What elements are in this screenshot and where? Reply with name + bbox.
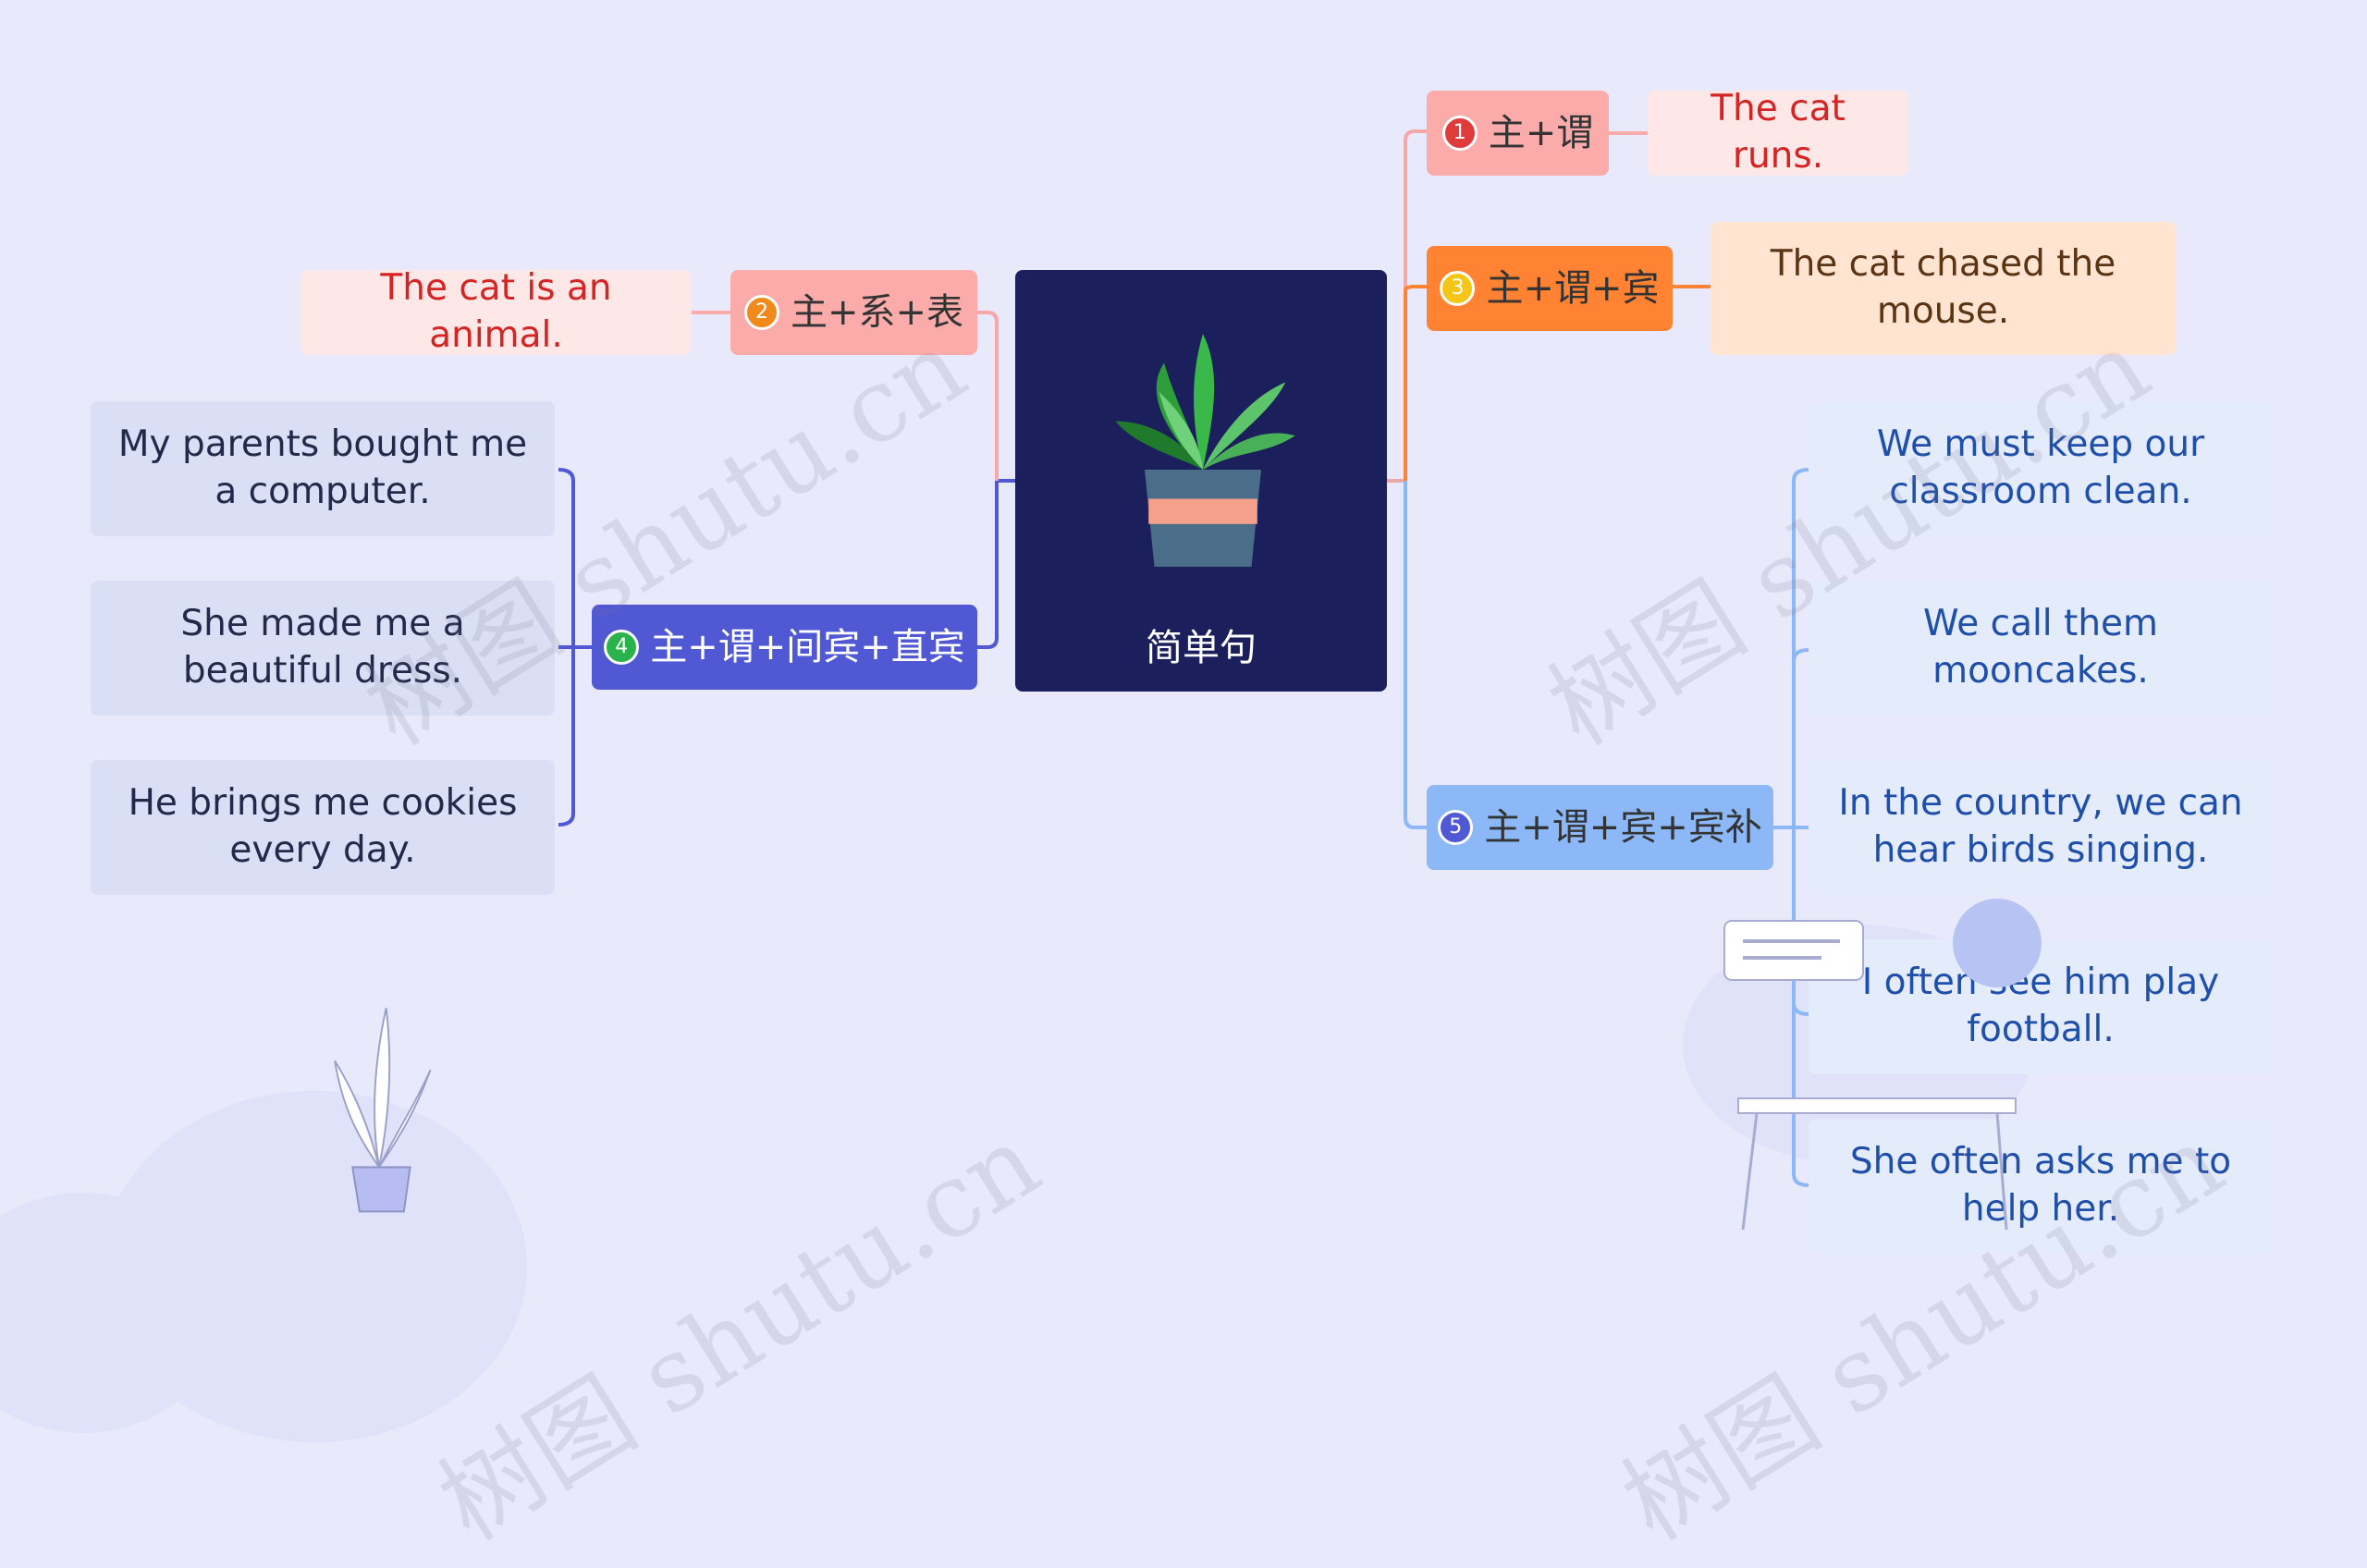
branch-label-2: 主+系+表 (790, 291, 964, 334)
leaf-text: We must keep our classroom clean. (1876, 423, 2205, 512)
decorative-plant-icon (334, 1008, 432, 1213)
branch-label-3: 主+谓+宾 (1486, 267, 1660, 310)
leaf-text: I often see him play football. (1861, 962, 2220, 1050)
center-topic[interactable]: 简单句 (1015, 270, 1387, 692)
leaf-text: The cat chased the mouse. (1770, 243, 2116, 332)
leaf-text: In the country, we can hear birds singin… (1838, 782, 2243, 871)
leaf-node[interactable]: We call them mooncakes. (1809, 581, 2273, 716)
branch-node-4[interactable]: 4 主+谓+间宾+直宾 (592, 605, 977, 690)
leaf-text: She made me a beautiful dress. (180, 603, 465, 692)
branch-label-1: 主+谓 (1488, 112, 1594, 154)
leaf-node[interactable]: The cat is an animal. (300, 267, 692, 356)
branch-label-4: 主+谓+间宾+直宾 (650, 626, 965, 668)
leaf-text: The cat is an animal. (380, 267, 612, 356)
leaf-node[interactable]: In the country, we can hear birds singin… (1809, 760, 2273, 895)
connector-lines (558, 129, 1809, 1187)
branch-label-5: 主+谓+宾+宾补 (1484, 806, 1762, 849)
mind-map-canvas: 简单句 1 主+谓 The cat runs. 3 主+谓+宾 The cat … (91, 88, 2273, 1563)
leaf-node[interactable]: We must keep our classroom clean. (1809, 401, 2273, 536)
leaf-node[interactable]: The cat runs. (1648, 88, 1908, 177)
leaf-node[interactable]: I often see him play football. (1809, 939, 2273, 1074)
number-badge-5: 5 (1438, 810, 1474, 845)
leaf-node[interactable]: She made me a beautiful dress. (91, 581, 555, 716)
number-badge-1: 1 (1441, 116, 1478, 151)
branch-node-3[interactable]: 3 主+谓+宾 (1427, 246, 1673, 331)
leaf-text: We call them mooncakes. (1922, 603, 2159, 692)
leaf-text: The cat runs. (1711, 88, 1846, 177)
potted-plant-icon (1115, 334, 1295, 567)
leaf-text: My parents bought me a computer. (117, 423, 528, 512)
leaf-node[interactable]: The cat chased the mouse. (1711, 222, 2176, 355)
number-badge-2: 2 (743, 295, 779, 330)
number-badge-4: 4 (604, 630, 640, 665)
leaf-text: He brings me cookies every day. (128, 782, 518, 871)
center-title: 简单句 (1146, 627, 1257, 669)
branch-node-2[interactable]: 2 主+系+表 (730, 270, 977, 355)
branch-node-1[interactable]: 1 主+谓 (1427, 91, 1609, 176)
leaf-node[interactable]: He brings me cookies every day. (91, 760, 555, 895)
decorative-desk-illustration (1723, 899, 2042, 1230)
leaf-node[interactable]: She often asks me to help her. (1809, 1119, 2273, 1254)
number-badge-3: 3 (1440, 271, 1476, 306)
leaf-text: She often asks me to help her. (1849, 1141, 2232, 1230)
leaf-node[interactable]: My parents bought me a computer. (91, 401, 555, 536)
branch-node-5[interactable]: 5 主+谓+宾+宾补 (1427, 785, 1773, 870)
